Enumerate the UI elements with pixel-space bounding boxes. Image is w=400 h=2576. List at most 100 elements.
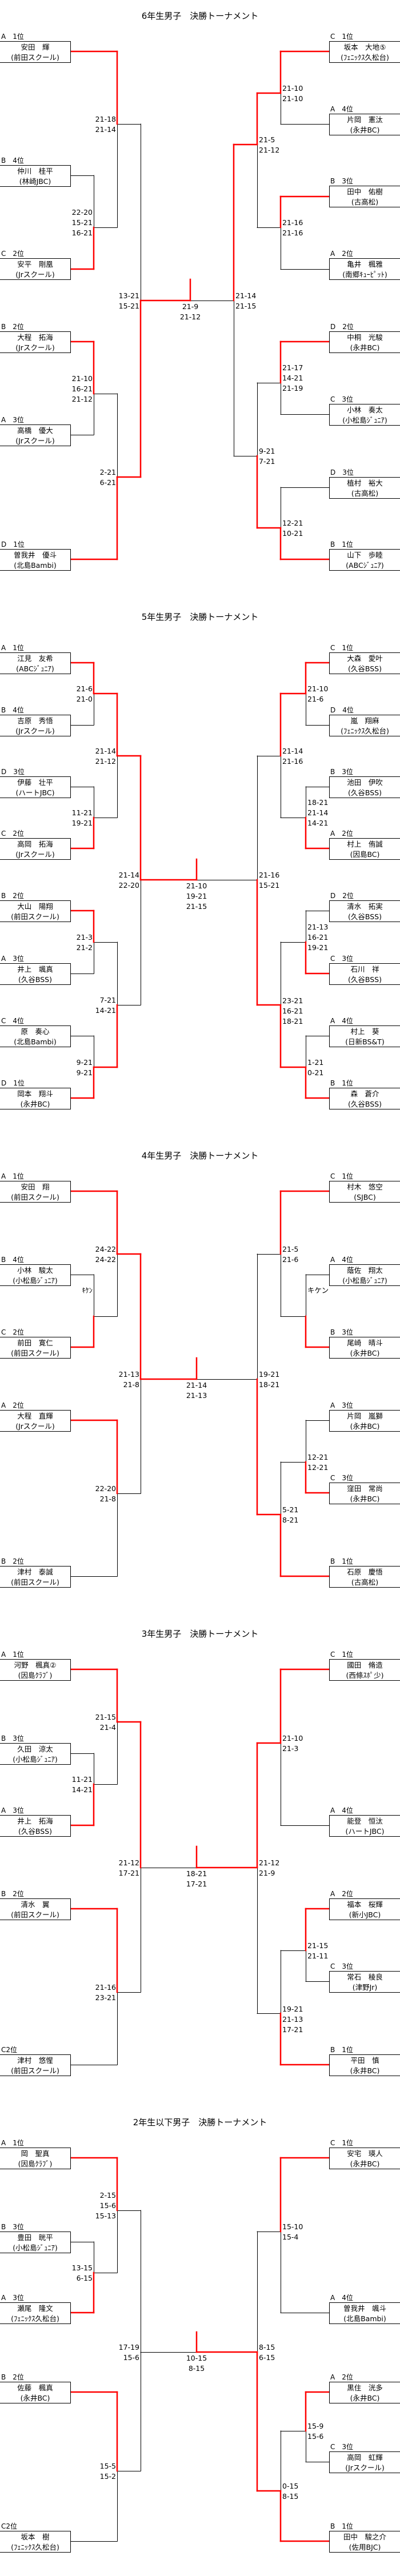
match-score: 2-21 bbox=[99, 468, 116, 476]
player-name: 仲川 桂平 bbox=[17, 167, 53, 175]
seed-label: A 2位 bbox=[330, 1890, 353, 1898]
player-name: 尾崎 晴斗 bbox=[347, 1339, 383, 1347]
seed-label: B 3位 bbox=[1, 2223, 24, 2231]
seed-label: B 2位 bbox=[1, 323, 24, 331]
match-score: 17-21 bbox=[118, 1869, 139, 1877]
seed-label: C 1位 bbox=[330, 644, 354, 652]
player-box: 原 奏心(北島Bambi) bbox=[0, 1025, 71, 1047]
player-team: (久谷BSS) bbox=[348, 664, 382, 673]
match-score: 15-21 bbox=[118, 302, 139, 310]
player-box: 亀井 楓雅(南郷ｷｭｰﾋﾟｯﾄ) bbox=[329, 258, 400, 280]
player-team: (前田スクール) bbox=[11, 1349, 59, 1357]
match-score: 21-17 bbox=[282, 363, 303, 372]
player-box: 清水 拓実(久谷BSS) bbox=[329, 900, 400, 922]
match-score: 15-6 bbox=[99, 2201, 116, 2210]
match-score: 15-21 bbox=[71, 218, 93, 227]
match-score: 21-14 bbox=[118, 871, 139, 879]
player-team: (Jrスクール) bbox=[15, 1422, 55, 1431]
match-score: 21-16 bbox=[282, 757, 303, 766]
player-box: 中桐 光駿(永井BC) bbox=[329, 331, 400, 353]
player-box: 池田 伊吹(久谷BSS) bbox=[329, 776, 400, 798]
match-score: 21-6 bbox=[282, 1255, 299, 1264]
match-score: 21-16 bbox=[259, 871, 280, 879]
match-score: 21-8 bbox=[99, 1495, 116, 1503]
match-score: 21-5 bbox=[282, 1245, 299, 1253]
match-score: 2-15 bbox=[99, 2191, 116, 2200]
player-team: (前田スクール) bbox=[11, 1910, 59, 1919]
player-team: (ABCｼﾞｭﾆｱ) bbox=[16, 664, 54, 673]
match-score: 15-10 bbox=[282, 2222, 303, 2231]
match-score: 21-9 bbox=[259, 1869, 275, 1877]
seed-label: A 3位 bbox=[1, 955, 24, 963]
final-score: 21-15 bbox=[186, 902, 207, 911]
player-box: 坂本 大地⑤(ﾌｪﾆｯｸｽ久松台) bbox=[329, 41, 400, 63]
match-score: 21-12 bbox=[259, 1858, 280, 1867]
player-box: 小林 駿太(小松島ｼﾞｭﾆｱ) bbox=[0, 1264, 71, 1286]
match-score: 15-21 bbox=[259, 881, 280, 890]
player-team: (Jrスクール) bbox=[15, 436, 55, 445]
seed-label: A 4位 bbox=[330, 1806, 353, 1814]
final-score: 10-15 bbox=[186, 2354, 207, 2362]
player-team: (小松島ｼﾞｭﾆｱ) bbox=[342, 1276, 387, 1285]
match-score: 21-14 bbox=[95, 747, 116, 755]
player-team: (前田スクール) bbox=[11, 912, 59, 921]
seed-label: C 2位 bbox=[1, 1328, 25, 1336]
seed-label: A 3位 bbox=[1, 416, 24, 424]
player-name: 小林 駿太 bbox=[17, 1266, 53, 1275]
match-score: 14-21 bbox=[71, 1785, 93, 1794]
player-name: 植村 裕大 bbox=[347, 479, 383, 487]
match-score: 21-16 bbox=[95, 1983, 116, 1992]
player-name: 高橋 優大 bbox=[17, 426, 53, 435]
seed-label: B 3位 bbox=[1, 1734, 24, 1742]
player-box: 井上 拓海(久谷BSS) bbox=[0, 1815, 71, 1837]
seed-label: C 1位 bbox=[330, 33, 354, 41]
player-team: (永井BC) bbox=[350, 1422, 380, 1431]
player-box: 坂本 樹(ﾌｪﾆｯｸｽ久松台) bbox=[0, 2531, 71, 2553]
player-box: 能登 恒汰(ハートJBC) bbox=[329, 1815, 400, 1837]
player-team: (北島Bambi) bbox=[14, 1037, 57, 1046]
seed-label: A 4位 bbox=[330, 2294, 353, 2302]
final-score: 19-21 bbox=[186, 892, 207, 900]
player-team: (Jrスクール) bbox=[345, 2463, 385, 2472]
player-team: (西條ｽﾎﾟ少) bbox=[346, 1671, 384, 1680]
player-team: (永井BC) bbox=[20, 1100, 50, 1108]
match-score: 12-21 bbox=[307, 1463, 329, 1472]
player-team: (ハートJBC) bbox=[15, 788, 55, 797]
match-score: 15-4 bbox=[282, 2233, 299, 2241]
player-name: 平田 慎 bbox=[350, 2056, 379, 2065]
match-score: 24-22 bbox=[95, 1245, 116, 1253]
match-score: 15-13 bbox=[95, 2212, 116, 2220]
player-box: 森 蒼介(久谷BSS) bbox=[329, 1088, 400, 1109]
player-box: 植村 裕大(古高松) bbox=[329, 477, 400, 499]
player-team: (小松島ｼﾞｭﾆｱ) bbox=[342, 416, 387, 424]
match-score: 21-13 bbox=[282, 2015, 303, 2024]
match-score: 22-20 bbox=[118, 881, 139, 890]
match-score: 21-16 bbox=[282, 218, 303, 227]
match-score: 21-14 bbox=[307, 808, 329, 817]
player-team: (永井BC) bbox=[350, 1349, 380, 1357]
match-score: 11-21 bbox=[71, 808, 93, 817]
seed-label: A 2位 bbox=[330, 250, 353, 258]
player-name: 國田 脩造 bbox=[347, 1661, 383, 1669]
seed-label: B 3位 bbox=[330, 177, 353, 185]
player-box: 小林 奏太(小松島ｼﾞｭﾆｱ) bbox=[329, 404, 400, 426]
seed-label: C 4位 bbox=[1, 1017, 25, 1025]
seed-label: A 2位 bbox=[330, 830, 353, 838]
player-box: 國田 脩造 (西條ｽﾎﾟ少) bbox=[329, 1659, 400, 1681]
player-box: 井上 颯真(久谷BSS) bbox=[0, 963, 71, 985]
player-name: 前田 寛仁 bbox=[17, 1339, 53, 1347]
player-name: 坂本 樹 bbox=[21, 2533, 50, 2541]
player-name: 河野 楓真② bbox=[14, 1661, 57, 1669]
match-score: 23-21 bbox=[282, 996, 303, 1005]
seed-label: C 1位 bbox=[330, 2139, 354, 2147]
match-score: 21-12 bbox=[95, 757, 116, 766]
player-team: (佐用BJC) bbox=[349, 2543, 381, 2551]
match-score: 21-14 bbox=[235, 291, 257, 300]
final-score: 21-13 bbox=[186, 1391, 207, 1400]
player-name: 津村 悠惺 bbox=[17, 2056, 53, 2065]
match-score: 0-21 bbox=[307, 1068, 324, 1077]
seed-label: A 1位 bbox=[1, 644, 24, 652]
match-score: 16-21 bbox=[307, 933, 329, 942]
player-name: 曽我井 優斗 bbox=[13, 551, 57, 559]
